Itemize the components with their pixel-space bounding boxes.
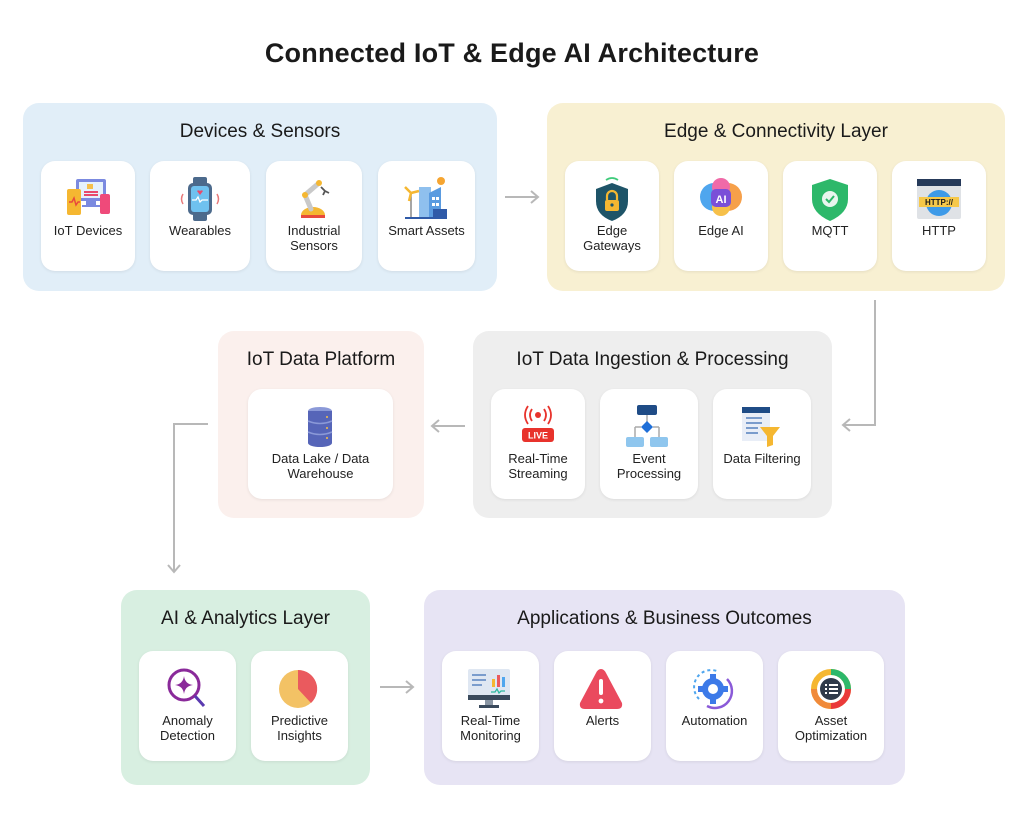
- card-label: Event Processing: [616, 451, 682, 481]
- layer-iot-data-platform: IoT Data Platform Data Lake / Data Wareh…: [218, 331, 424, 518]
- shield-check-icon: [812, 179, 848, 221]
- card-label: Anomaly Detection: [160, 713, 215, 743]
- card-label: Wearables: [169, 223, 231, 238]
- arrow-right-icon: [380, 680, 415, 694]
- alert-triangle-icon: [579, 669, 623, 709]
- card-event-processing: Event Processing: [600, 389, 698, 499]
- card-iot-devices: IoT Devices: [41, 161, 135, 271]
- arrow-elbow-down-left-icon: [841, 300, 876, 432]
- card-data-lake: Data Lake / Data Warehouse: [248, 389, 393, 499]
- arrow-elbow-down-icon: [167, 423, 208, 574]
- layer-data-ingestion: IoT Data Ingestion & Processing LIVE Rea…: [473, 331, 832, 518]
- card-asset-optimization: Asset Optimization: [778, 651, 884, 761]
- card-http: HTTP:// HTTP: [892, 161, 986, 271]
- layer-edge-connectivity: Edge & Connectivity Layer Edge Gateways …: [547, 103, 1005, 291]
- database-icon: [307, 407, 333, 447]
- layer-title: IoT Data Platform: [246, 349, 396, 370]
- filter-funnel-icon: [742, 407, 780, 447]
- card-edge-ai: AI Edge AI: [674, 161, 768, 271]
- automation-gear-icon: [693, 669, 734, 710]
- layer-title: Edge & Connectivity Layer: [664, 121, 888, 142]
- svg-text:HTTP://: HTTP://: [925, 198, 954, 207]
- card-label: Smart Assets: [388, 223, 465, 238]
- shield-lock-icon: [596, 177, 628, 221]
- card-label: IoT Devices: [53, 223, 123, 238]
- smartwatch-icon: [180, 177, 220, 221]
- card-mqtt: MQTT: [783, 161, 877, 271]
- monitor-dashboard-icon: [468, 669, 510, 708]
- card-data-filtering: Data Filtering: [713, 389, 811, 499]
- pie-chart-icon: [279, 669, 318, 708]
- layer-title: IoT Data Ingestion & Processing: [516, 349, 789, 370]
- card-label: Edge Gateways: [583, 223, 641, 253]
- layer-title: Applications & Business Outcomes: [517, 608, 812, 629]
- card-industrial-sensors: Industrial Sensors: [266, 161, 362, 271]
- card-smart-assets: Smart Assets: [378, 161, 475, 271]
- anomaly-search-icon: [167, 668, 206, 708]
- card-label: Asset Optimization: [794, 713, 868, 743]
- card-label: Alerts: [585, 713, 620, 728]
- card-label: Industrial Sensors: [287, 223, 341, 253]
- donut-list-icon: [811, 669, 851, 709]
- layer-devices-sensors: Devices & Sensors IoT Devices Wearables …: [23, 103, 497, 291]
- card-automation: Automation: [666, 651, 763, 761]
- layer-title: AI & Analytics Layer: [161, 608, 330, 629]
- arrow-right-icon: [505, 190, 540, 204]
- card-anomaly-detection: Anomaly Detection: [139, 651, 236, 761]
- card-predictive-insights: Predictive Insights: [251, 651, 348, 761]
- card-label: Data Filtering: [723, 451, 801, 466]
- layer-title: Devices & Sensors: [179, 121, 341, 142]
- svg-text:AI: AI: [716, 194, 727, 206]
- card-label: Edge AI: [698, 223, 744, 238]
- layer-ai-analytics: AI & Analytics Layer Anomaly Detection P…: [121, 590, 370, 785]
- card-label: Data Lake / Data Warehouse: [271, 451, 370, 481]
- card-label: HTTP: [922, 223, 956, 238]
- card-alerts: Alerts: [554, 651, 651, 761]
- card-wearables: Wearables: [150, 161, 250, 271]
- card-real-time-streaming: LIVE Real-Time Streaming: [491, 389, 585, 499]
- card-label: MQTT: [811, 223, 849, 238]
- smart-city-icon: [404, 177, 447, 219]
- card-edge-gateways: Edge Gateways: [565, 161, 659, 271]
- layer-applications-outcomes: Applications & Business Outcomes Real-Ti…: [424, 590, 905, 785]
- devices-icon: [67, 179, 110, 215]
- svg-text:LIVE: LIVE: [528, 431, 548, 441]
- card-label: Automation: [681, 713, 748, 728]
- card-label: Predictive Insights: [270, 713, 329, 743]
- card-label: Real-Time Monitoring: [460, 713, 521, 743]
- diagram-title: Connected IoT & Edge AI Architecture: [264, 38, 760, 68]
- card-label: Real-Time Streaming: [508, 451, 568, 481]
- arrow-left-icon: [430, 419, 465, 433]
- live-stream-icon: LIVE: [522, 405, 554, 442]
- ai-brain-icon: AI: [700, 178, 742, 216]
- robot-arm-icon: [301, 180, 330, 218]
- card-real-time-monitoring: Real-Time Monitoring: [442, 651, 539, 761]
- http-browser-icon: HTTP://: [917, 179, 961, 219]
- flowchart-icon: [626, 405, 668, 447]
